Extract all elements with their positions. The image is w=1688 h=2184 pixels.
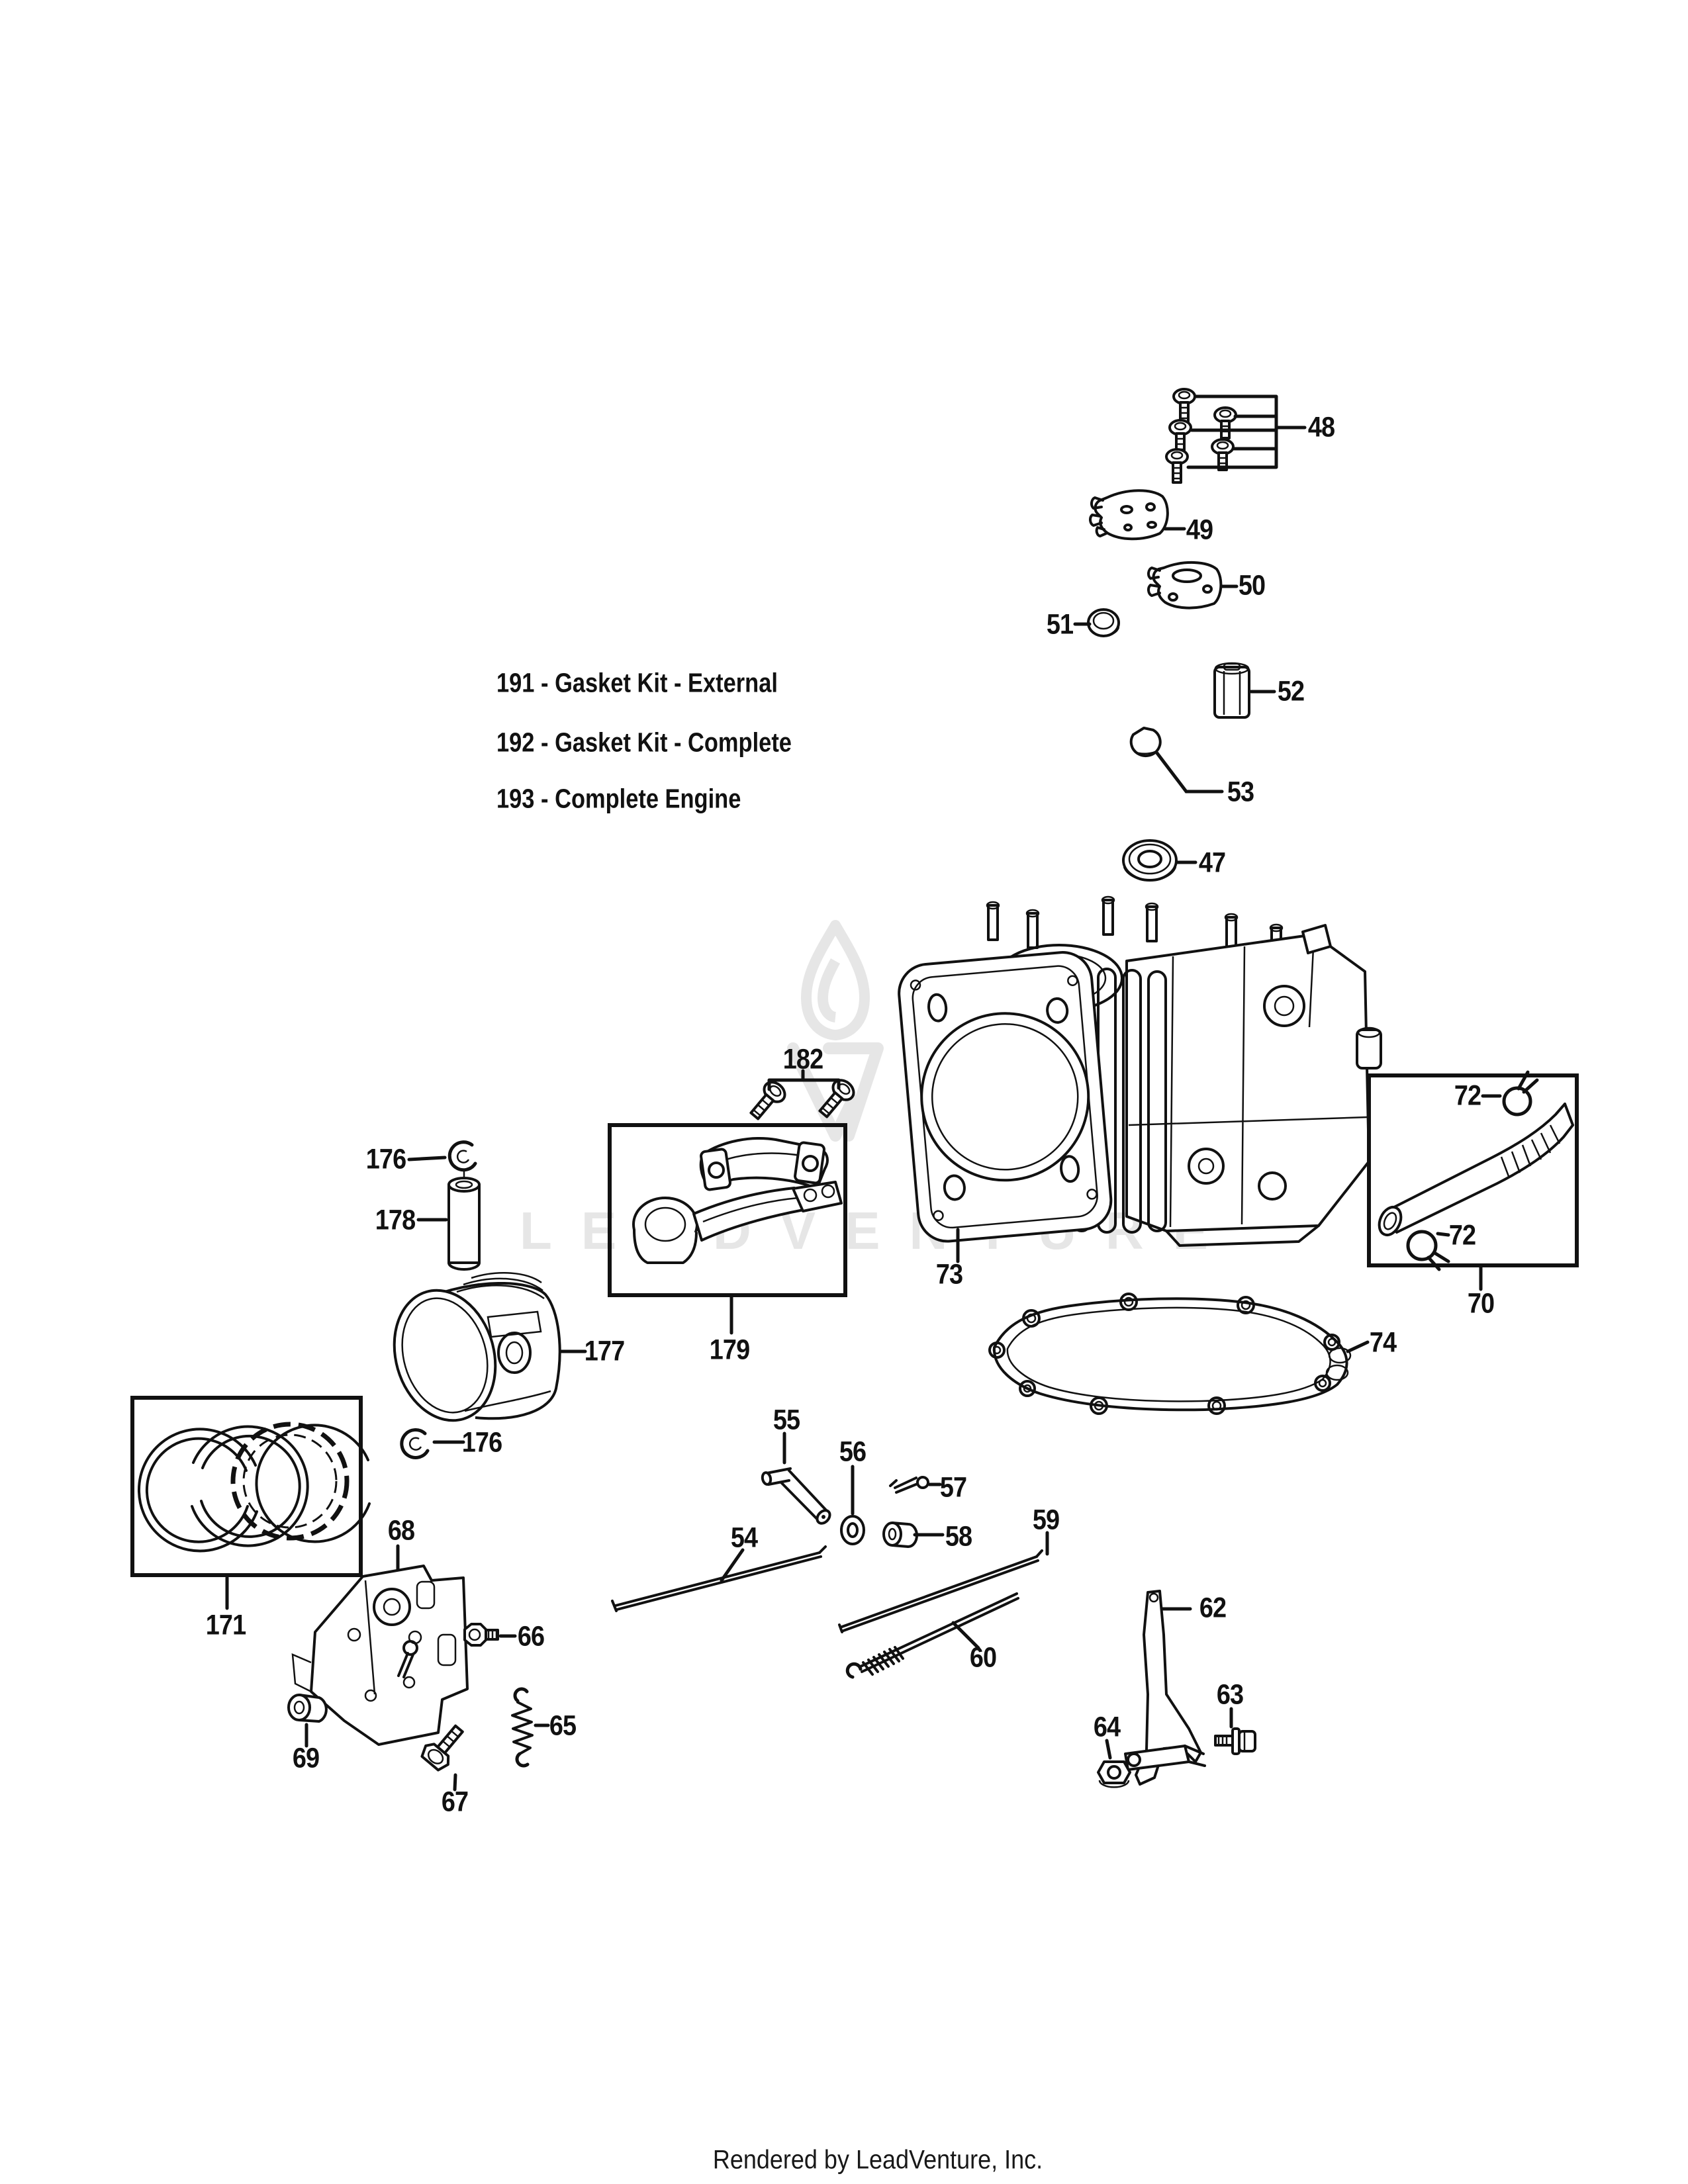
rod-bolts-182-icons [749,1069,855,1120]
bushing-58-illustration [882,1522,945,1548]
crankcase-gasket-74-illustration [988,1293,1370,1415]
rod-cap-icon [699,1137,829,1191]
bracket-screw-icon [397,1640,418,1678]
oil-seal-47-illustration [1122,839,1197,882]
flange-nut-64-illustration [1097,1739,1131,1788]
piston-pin-178-illustration [416,1177,481,1271]
hose-clamp-top-icon [1502,1070,1539,1116]
bolt-66-illustration [463,1623,517,1647]
governor-spring-60-illustration [845,1592,1019,1679]
leadventure-flame-icon [801,920,870,1040]
engine-cylinder-assembly-73-illustration [898,895,1382,1263]
hose-kit-box [1367,1073,1579,1267]
connecting-rod-kit-179-illustration [608,1069,855,1335]
connecting-rod-icon [632,1181,843,1264]
ring-set-box [130,1396,363,1577]
plug-cap-53-illustration [1129,727,1224,794]
leader-60 [951,1621,980,1650]
bushing-69-illustration [287,1694,328,1748]
gasket-bolt-holes [988,1293,1352,1415]
leadventure-v-icon [787,1042,884,1142]
governor-rod-54-illustration [611,1545,827,1612]
throttle-rod-59-illustration [838,1531,1049,1633]
cylinder-gasket-face [898,951,1113,1243]
choke-lever-62-illustration [1124,1590,1206,1786]
seal-ring-51-illustration [1073,608,1120,637]
governor-plate-50-illustration [1147,561,1239,610]
hose-clamp-bottom-icon [1406,1230,1450,1271]
governor-shaft-55-illustration [761,1432,831,1525]
leader-64 [1105,1739,1112,1760]
extension-spring-65-illustration [511,1687,550,1768]
bracket-182 [767,1069,841,1091]
leader-54 [720,1548,745,1582]
bracket-48 [1186,394,1307,469]
crankcase-body [1125,933,1370,1232]
piston-pin-clip-bottom-176-illustration [400,1428,465,1459]
leader-74 [1346,1340,1370,1353]
piston-177-illustration [393,1272,587,1422]
hose-kit-70-illustration [1367,1070,1579,1291]
leader-53 [1155,751,1224,794]
cotter-clip-57-illustration [889,1476,942,1494]
flange-bolt-icon [1165,388,1237,484]
rod-kit-box [608,1123,847,1297]
bolt-63-illustration [1214,1707,1256,1755]
governor-plate-49-illustration [1089,489,1186,541]
piston-ring-set-171-illustration [130,1396,371,1610]
control-bracket-68-illustration [291,1544,469,1746]
leader-176-top [407,1156,447,1161]
breather-hose-icon [1378,1103,1574,1237]
bolt-67-illustration [420,1724,464,1792]
piston-pin-clip-top-176-illustration [407,1140,477,1181]
leader-72-bottom [1436,1232,1450,1237]
breather-tube-52-illustration [1213,662,1276,719]
bolt-set-48-illustration [1165,388,1307,484]
washer-56-illustration [840,1465,865,1545]
